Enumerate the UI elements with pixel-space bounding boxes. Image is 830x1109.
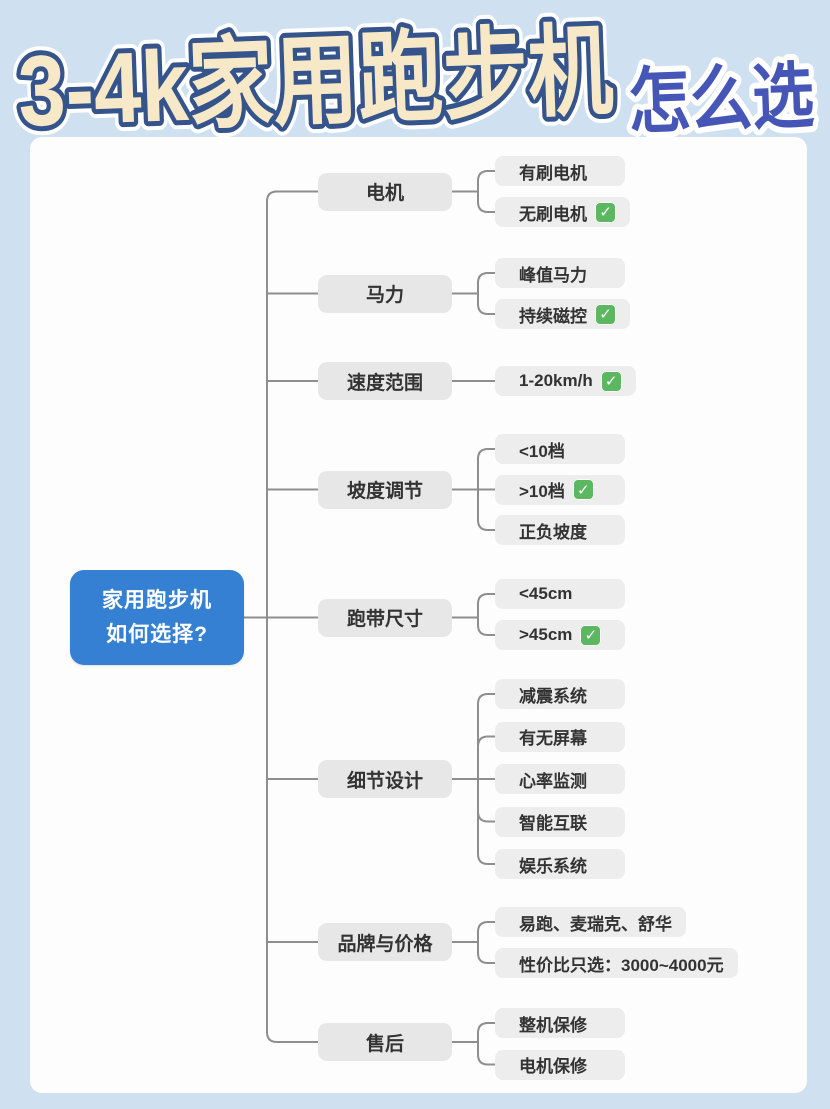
branch-node: 跑带尺寸: [318, 598, 452, 637]
leaf-label: 减震系统: [519, 686, 587, 706]
branch-label: 品牌与价格: [337, 933, 433, 955]
leaf-label: >10档: [519, 482, 565, 501]
leaf-label: <45cm: [519, 584, 573, 603]
leaf-label: 正负坡度: [519, 522, 587, 542]
accent-title-text: 怎么选: [627, 57, 816, 140]
root-node: 家用跑步机 如何选择?: [70, 570, 244, 665]
leaf-label: 性价比只选：3000~4000元: [519, 955, 724, 975]
branch-node: 细节设计: [318, 760, 452, 798]
leaf-label: 峰值马力: [519, 265, 587, 285]
leaf-node: 性价比只选：3000~4000元: [495, 948, 738, 978]
leaf-node: 智能互联: [495, 806, 625, 837]
leaf-label: 整机保修: [519, 1015, 587, 1035]
accent-title-outline: 怎么选: [627, 57, 816, 140]
leaf-label: 持续磁控: [519, 306, 587, 326]
leaf-label: 易跑、麦瑞克、舒华: [519, 914, 672, 934]
leaf-label: 电机保修: [519, 1057, 587, 1076]
branch-node: 马力: [318, 274, 452, 313]
leaf-label: 1-20km/h: [519, 371, 593, 390]
leaf-node: 持续磁控 ✓: [495, 299, 630, 329]
check-icon: ✓: [600, 370, 622, 392]
check-icon: ✓: [572, 479, 594, 500]
branch-node: 电机: [318, 172, 452, 211]
branch-node: 售后: [318, 1023, 452, 1061]
leaf-node: 无刷电机 ✓: [495, 197, 630, 227]
check-icon: ✓: [595, 303, 616, 325]
leaf-label: 有无屏幕: [519, 729, 587, 748]
branch-label: 售后: [365, 1033, 404, 1055]
leaf-node: 娱乐系统: [495, 849, 625, 879]
leaf-label: 智能互联: [519, 814, 587, 833]
branch-label: 速度范围: [346, 372, 423, 394]
branch-label: 电机: [365, 183, 404, 204]
leaf-label: <10档: [519, 441, 565, 461]
leaf-node: >10档 ✓: [495, 474, 625, 505]
branch-label: 细节设计: [346, 770, 423, 792]
leaf-node: <45cm: [495, 579, 625, 609]
leaf-label: 娱乐系统: [519, 856, 587, 876]
leaf-node: 电机保修: [495, 1049, 625, 1080]
leaf-label: 心率监测: [519, 771, 587, 791]
leaf-node: 正负坡度: [495, 515, 625, 545]
leaf-label: 无刷电机: [519, 204, 587, 224]
leaf-node: 峰值马力: [495, 258, 625, 288]
leaf-node: 减震系统: [495, 679, 625, 709]
root-node-line2: 如何选择?: [106, 622, 208, 646]
branch-label: 马力: [365, 285, 404, 306]
branch-label: 坡度调节: [346, 481, 423, 502]
branch-node: 速度范围: [318, 362, 452, 400]
leaf-node: <10档: [495, 434, 625, 464]
branch-label: 跑带尺寸: [346, 609, 423, 630]
leaf-node: 整机保修: [495, 1008, 625, 1038]
leaf-node: >45cm ✓: [495, 620, 625, 650]
main-title-text: 3-4k家用跑步机: [16, 15, 615, 140]
branch-node: 品牌与价格: [318, 923, 452, 961]
main-title: 3-4k家用跑步机 3-4k家用跑步机: [7, 6, 624, 140]
leaf-node: 1-20km/h ✓: [495, 366, 636, 396]
leaf-node: 心率监测: [495, 764, 625, 794]
leaf-label: >45cm: [519, 625, 573, 644]
leaf-node: 有无屏幕: [495, 721, 625, 752]
leaf-node: 易跑、麦瑞克、舒华: [495, 907, 686, 937]
check-icon: ✓: [580, 624, 602, 646]
branch-node: 坡度调节: [318, 470, 452, 509]
title-banner: 3-4k家用跑步机 3-4k家用跑步机 怎么选 怎么选: [7, 6, 822, 140]
leaf-node: 有刷电机: [495, 156, 625, 186]
leaf-label: 有刷电机: [519, 163, 587, 183]
root-node-line1: 家用跑步机: [102, 588, 212, 612]
check-icon: ✓: [595, 201, 616, 223]
accent-title: 怎么选 怎么选: [621, 51, 822, 140]
